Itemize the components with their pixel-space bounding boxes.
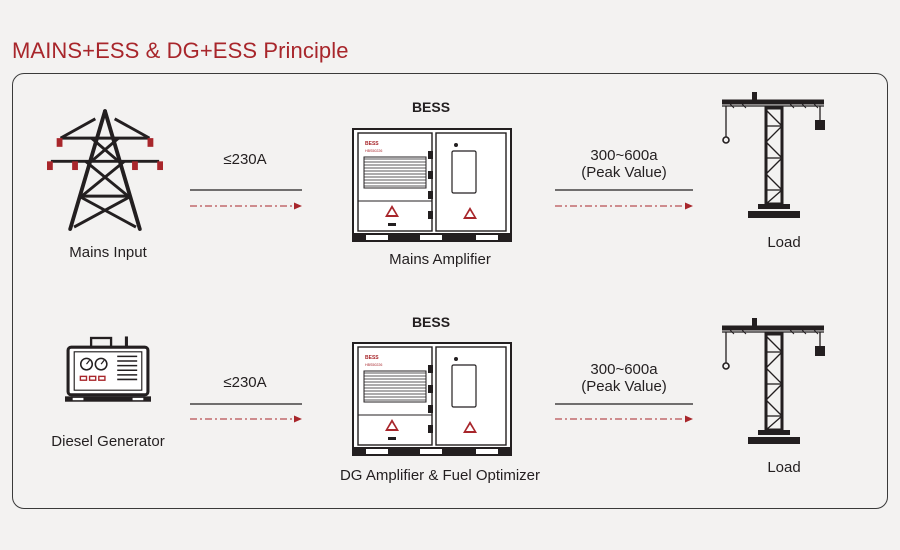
source-label-mains: Mains Input: [69, 244, 147, 261]
diesel-generator-icon: [65, 336, 151, 406]
bess-cabinet-icon: [352, 335, 512, 457]
source-label-diesel: Diesel Generator: [51, 433, 165, 450]
output-connector-mains: [555, 189, 693, 210]
output-note-diesel: (Peak Value): [581, 378, 667, 395]
output-value-mains: 300~600a: [590, 147, 658, 164]
output-connector-diesel: [555, 403, 693, 423]
input-limit-mains: ≤230A: [223, 151, 267, 168]
bess-label-mains: BESS: [411, 99, 451, 115]
tower-crane-icon: [718, 318, 828, 448]
output-note-mains: (Peak Value): [581, 164, 667, 181]
diagram-title: MAINS+ESS & DG+ESS Principle: [12, 38, 349, 63]
load-label-diesel: Load: [767, 459, 801, 476]
output-value-diesel: 300~600a: [590, 361, 658, 378]
diagram-frame: [12, 73, 888, 509]
load-label-mains: Load: [767, 234, 801, 251]
tower-crane-icon: [718, 92, 828, 222]
input-connector-mains: [190, 189, 302, 210]
input-limit-diesel: ≤230A: [223, 374, 267, 391]
device-label-diesel: DG Amplifier & Fuel Optimizer: [339, 467, 541, 484]
device-label-mains: Mains Amplifier: [389, 251, 491, 268]
power-tower-icon: [47, 109, 163, 233]
bess-label-diesel: BESS: [411, 314, 451, 330]
bess-cabinet-icon: [352, 121, 512, 243]
input-connector-diesel: [190, 403, 302, 423]
